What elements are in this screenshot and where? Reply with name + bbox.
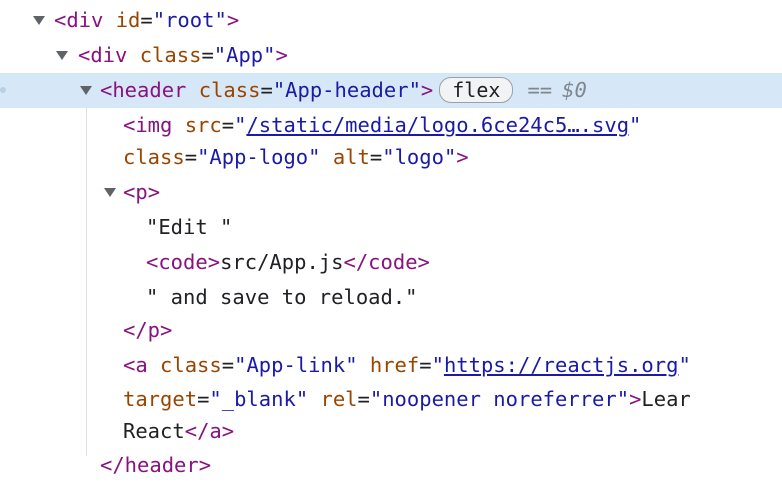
attr-value: App bbox=[226, 43, 264, 67]
node-markup: </p> bbox=[123, 318, 173, 342]
tag-name: div bbox=[90, 43, 128, 67]
node-markup: target="_blank" rel="noopener noreferrer… bbox=[123, 387, 691, 411]
tag-name: code bbox=[158, 250, 208, 274]
node-a[interactable]: <a class="App-link" href="https://reactj… bbox=[0, 348, 782, 383]
text-content: "Edit " bbox=[146, 215, 233, 239]
expand-triangle-icon[interactable] bbox=[33, 16, 45, 25]
href-link[interactable]: https://reactjs.org bbox=[443, 353, 679, 377]
tag-name: p bbox=[135, 180, 148, 204]
console-eq: == bbox=[527, 78, 553, 102]
tag-name: a bbox=[135, 353, 148, 377]
attr-name: src bbox=[184, 113, 222, 137]
node-markup: React</a> bbox=[123, 419, 235, 443]
attr-name: class bbox=[123, 145, 185, 169]
attr-value: _blank bbox=[221, 387, 296, 411]
attr-name: id bbox=[115, 8, 141, 32]
node-markup: <a class="App-link" href="https://reactj… bbox=[123, 353, 691, 377]
close-tag-name: /header bbox=[112, 453, 199, 477]
tag-name: div bbox=[66, 8, 104, 32]
attr-value: noopener noreferrer bbox=[382, 387, 617, 411]
link-text-start: Lear bbox=[641, 387, 691, 411]
expand-triangle-icon[interactable] bbox=[80, 86, 92, 95]
text-node-edit[interactable]: "Edit " bbox=[0, 210, 782, 245]
node-img-cont[interactable]: class="App-logo" alt="logo"> bbox=[0, 140, 782, 175]
tag-name: img bbox=[135, 113, 173, 137]
expand-triangle-icon[interactable] bbox=[104, 188, 116, 197]
indent-guide bbox=[86, 104, 87, 456]
node-div-app[interactable]: <div class="App"> bbox=[0, 38, 782, 73]
node-markup: <p> bbox=[123, 180, 161, 204]
node-markup: <code>src/App.js</code> bbox=[146, 250, 430, 274]
code-text: src/App.js bbox=[220, 250, 344, 274]
attr-name: rel bbox=[320, 387, 358, 411]
attr-name: alt bbox=[332, 145, 370, 169]
attr-value: App-logo bbox=[209, 145, 309, 169]
node-markup: <div class="App"> bbox=[78, 43, 288, 67]
node-markup: class="App-logo" alt="logo"> bbox=[123, 145, 469, 169]
expand-triangle-icon[interactable] bbox=[56, 51, 68, 60]
node-p-close[interactable]: </p> bbox=[0, 313, 782, 348]
attr-name: class bbox=[160, 353, 222, 377]
tag-name: header bbox=[112, 78, 187, 102]
text-content: " and save to reload." bbox=[146, 285, 418, 309]
attr-name: href bbox=[369, 353, 420, 377]
node-code[interactable]: <code>src/App.js</code> bbox=[0, 245, 782, 280]
text-node-save[interactable]: " and save to reload." bbox=[0, 280, 782, 315]
selection-marker bbox=[0, 87, 6, 93]
flex-badge[interactable]: flex bbox=[439, 76, 514, 103]
src-link[interactable]: /static/media/logo.6ce24c5….svg bbox=[246, 113, 630, 137]
attr-name: class bbox=[198, 78, 261, 102]
node-markup: <img src="/static/media/logo.6ce24c5….sv… bbox=[123, 113, 642, 137]
node-a-end[interactable]: React</a> bbox=[0, 414, 782, 449]
attr-value: App-link bbox=[246, 353, 346, 377]
link-text-end: React bbox=[123, 419, 185, 443]
node-p[interactable]: <p> bbox=[0, 175, 782, 210]
node-a-cont[interactable]: target="_blank" rel="noopener noreferrer… bbox=[0, 382, 782, 417]
node-img[interactable]: <img src="/static/media/logo.6ce24c5….sv… bbox=[0, 108, 782, 143]
attr-value: App-header bbox=[285, 78, 409, 102]
node-markup: <div id="root"> bbox=[54, 8, 240, 32]
node-markup: </header> bbox=[100, 453, 212, 477]
close-tag-name: /code bbox=[355, 250, 418, 274]
close-tag-name: /a bbox=[197, 419, 222, 443]
node-div-root[interactable]: <div id="root"> bbox=[0, 3, 782, 38]
node-header-close[interactable]: </header> bbox=[0, 448, 782, 483]
console-ref: $0 bbox=[562, 78, 587, 102]
node-markup: <header class="App-header">flex==$0 bbox=[100, 76, 587, 103]
attr-name: target bbox=[123, 387, 198, 411]
close-tag-name: /p bbox=[135, 318, 161, 342]
node-header-selected[interactable]: <header class="App-header">flex==$0 bbox=[0, 73, 782, 108]
attr-name: class bbox=[139, 43, 202, 67]
attr-value: logo bbox=[394, 145, 444, 169]
attr-value: root bbox=[165, 8, 215, 32]
